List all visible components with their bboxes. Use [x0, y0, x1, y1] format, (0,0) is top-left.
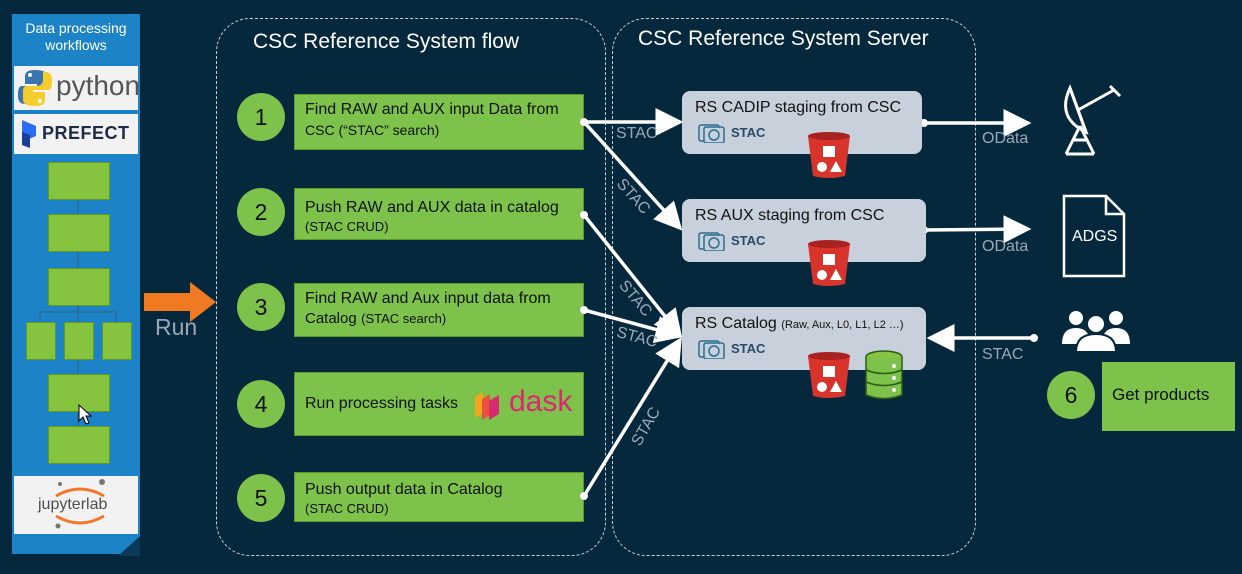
- storage-bucket-icon: [808, 240, 850, 286]
- get-products-label: Get products: [1112, 385, 1210, 404]
- stac-badge: STAC: [698, 231, 768, 251]
- step-2-sub: (STAC CRUD): [305, 219, 389, 234]
- workflow-task-node[interactable]: [26, 322, 56, 360]
- server-lane: [612, 18, 976, 556]
- step-3-text-2: Catalog: [305, 310, 357, 327]
- python-snake-icon: [18, 70, 52, 106]
- jupyterlab-logo-text: jupyterlab: [38, 496, 108, 513]
- users-group-icon: [1062, 311, 1130, 352]
- step-3-sub: (STAC search): [361, 311, 447, 326]
- workflow-panel: Data processing workflows python PREFECT: [12, 14, 140, 554]
- stac-icon: [698, 340, 725, 359]
- workflow-task-node[interactable]: [48, 214, 110, 252]
- mouse-cursor-icon: [78, 404, 93, 425]
- step-number-1: 1: [237, 93, 285, 141]
- stac-badge: STAC: [698, 339, 768, 359]
- step-5-sub: (STAC CRUD): [305, 501, 389, 516]
- stac-badge-text: STAC: [731, 233, 766, 248]
- step-1-text: Find RAW and AUX input Data from: [305, 101, 559, 118]
- step-box-run-processing[interactable]: Run processing tasks dask: [294, 372, 584, 436]
- step-number-4: 4: [237, 380, 285, 428]
- stac-badge-text: STAC: [731, 341, 766, 356]
- workflow-task-node[interactable]: [48, 426, 110, 464]
- storage-bucket-icon: [808, 352, 850, 398]
- step-2-text: Push RAW and AUX data in catalog: [305, 199, 559, 216]
- prefect-logo: PREFECT: [14, 114, 138, 154]
- stac-badge: STAC: [698, 123, 768, 143]
- satellite-dish-icon: [1064, 84, 1122, 156]
- flow-lane: [216, 18, 606, 556]
- stac-icon: [698, 124, 725, 143]
- adgs-label: ADGS: [1072, 228, 1118, 245]
- step-box-find-catalog[interactable]: Find RAW and Aux input data from Catalog…: [294, 283, 584, 337]
- prefect-logo-text: PREFECT: [42, 123, 130, 143]
- step-number-6: 6: [1047, 371, 1095, 419]
- step-3-text: Find RAW and Aux input data from: [305, 290, 551, 307]
- workflow-panel-title: Data processing workflows: [25, 20, 127, 53]
- step-4-text: Run processing tasks: [305, 395, 458, 412]
- dask-logo-text: dask: [509, 385, 573, 418]
- document-icon: [1062, 194, 1126, 278]
- database-icon: [865, 350, 903, 400]
- step-box-push-output[interactable]: Push output data in Catalog (STAC CRUD): [294, 472, 584, 522]
- python-logo-text: python: [56, 70, 141, 101]
- edge-label-stac: STAC: [616, 125, 658, 142]
- workflow-task-node[interactable]: [102, 322, 132, 360]
- jupyter-icon: [55, 479, 105, 529]
- workflow-task-node[interactable]: [48, 268, 110, 306]
- stac-icon: [698, 232, 725, 251]
- workflow-task-node[interactable]: [48, 162, 110, 200]
- step-box-find-raw-aux[interactable]: Find RAW and AUX input Data from CSC (“S…: [294, 94, 584, 150]
- get-products-box[interactable]: Get products: [1102, 362, 1235, 431]
- python-logo: python: [14, 66, 141, 110]
- step-1-text-2: CSC (“STAC” search): [305, 122, 440, 138]
- flow-lane-title: CSC Reference System flow: [253, 30, 520, 53]
- server-catalog-title-sub: (Raw, Aux, L0, L1, L2 …): [781, 319, 904, 331]
- edge-label-odata: OData: [982, 130, 1029, 147]
- step-number-5: 5: [237, 474, 285, 522]
- server-aux-staging[interactable]: RS AUX staging from CSC STAC: [682, 199, 926, 262]
- server-cadip-staging[interactable]: RS CADIP staging from CSC STAC: [682, 91, 922, 154]
- workflow-task-node[interactable]: [64, 322, 94, 360]
- server-aux-title: RS AUX staging from CSC: [695, 207, 885, 224]
- run-label: Run: [155, 314, 198, 340]
- storage-bucket-icon: [808, 132, 850, 178]
- step-number-3: 3: [237, 283, 285, 331]
- dask-icon: [475, 392, 499, 420]
- panel-corner-fold: [118, 536, 140, 556]
- prefect-icon: [22, 120, 36, 148]
- step-number-2: 2: [237, 188, 285, 236]
- server-catalog-title: RS Catalog (Raw, Aux, L0, L1, L2 …): [695, 315, 904, 333]
- server-catalog-title-main: RS Catalog: [695, 315, 777, 332]
- server-lane-title: CSC Reference System Server: [638, 27, 929, 50]
- edge-label-odata: OData: [982, 238, 1029, 255]
- server-cadip-title: RS CADIP staging from CSC: [695, 99, 901, 116]
- run-arrow-icon: [144, 282, 216, 322]
- step-5-text: Push output data in Catalog: [305, 481, 503, 498]
- stac-badge-text: STAC: [731, 125, 766, 140]
- edge-label-stac: STAC: [982, 346, 1024, 363]
- jupyterlab-logo: jupyterlab: [14, 476, 138, 534]
- step-box-push-raw-aux[interactable]: Push RAW and AUX data in catalog (STAC C…: [294, 188, 584, 240]
